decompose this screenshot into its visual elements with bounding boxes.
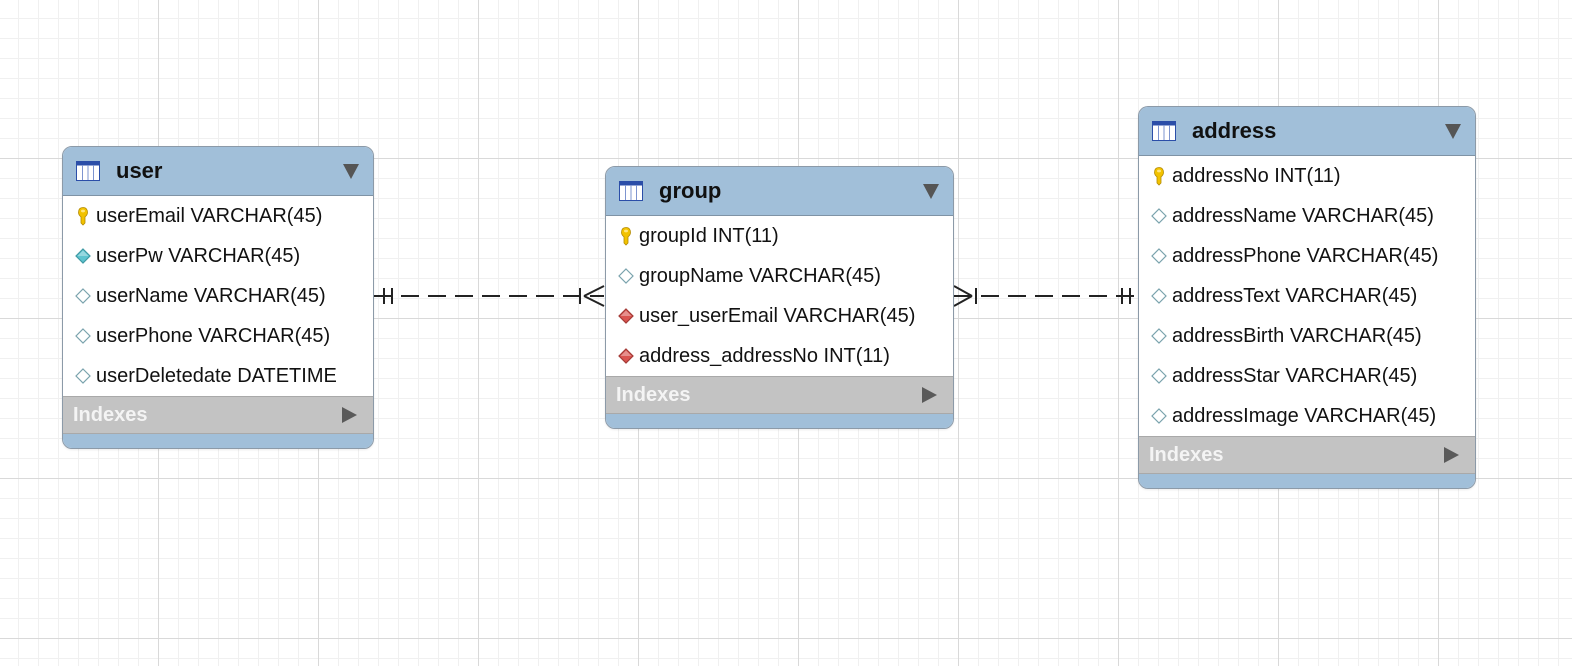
table-address[interactable]: address addressNo INT(11) addressName VAR… <box>1138 106 1476 489</box>
crowfoot-upper <box>953 285 973 297</box>
primary-key-icon <box>621 227 631 246</box>
foreign-key-icon <box>618 308 634 324</box>
column-row[interactable]: groupId INT(11) <box>606 216 953 256</box>
table-title: user <box>116 158 163 183</box>
column-label: userName VARCHAR(45) <box>96 284 326 307</box>
column-list: groupId INT(11) groupName VARCHAR(45) user… <box>606 216 953 376</box>
column-row[interactable]: userName VARCHAR(45) <box>63 276 373 316</box>
column-label: userPhone VARCHAR(45) <box>96 324 331 347</box>
collapse-triangle-icon[interactable] <box>343 164 359 179</box>
column-label: userEmail VARCHAR(45) <box>96 204 323 227</box>
column-label: addressStar VARCHAR(45) <box>1172 364 1418 387</box>
column-list: addressNo INT(11) addressName VARCHAR(45)… <box>1139 156 1475 436</box>
crowfoot-upper <box>583 285 605 297</box>
nullable-column-icon <box>1151 208 1167 224</box>
expand-triangle-icon[interactable] <box>922 387 937 403</box>
column-row[interactable]: groupName VARCHAR(45) <box>606 256 953 296</box>
crowfoot-lower <box>953 295 973 307</box>
nullable-column-icon <box>1151 288 1167 304</box>
table-header[interactable]: address <box>1139 107 1475 156</box>
expand-triangle-icon[interactable] <box>1444 447 1459 463</box>
column-label: addressImage VARCHAR(45) <box>1172 404 1437 427</box>
crowfoot-lower <box>583 295 605 307</box>
table-header[interactable]: group <box>606 167 953 216</box>
relationship-user-group[interactable] <box>374 285 605 307</box>
column-label: userPw VARCHAR(45) <box>96 244 301 267</box>
column-row[interactable]: addressImage VARCHAR(45) <box>1139 396 1475 436</box>
column-label: userDeletedate DATETIME <box>96 364 337 387</box>
collapse-triangle-icon[interactable] <box>1445 124 1461 139</box>
collapse-triangle-icon[interactable] <box>923 184 939 199</box>
column-label: addressBirth VARCHAR(45) <box>1172 324 1422 347</box>
table-footer <box>606 414 953 428</box>
column-row[interactable]: addressStar VARCHAR(45) <box>1139 356 1475 396</box>
table-footer <box>1139 474 1475 488</box>
primary-key-icon <box>78 207 88 226</box>
indexes-section[interactable]: Indexes <box>606 376 953 414</box>
table-group[interactable]: group groupId INT(11) groupName VARCHAR(4… <box>605 166 954 429</box>
table-header[interactable]: user <box>63 147 373 196</box>
nullable-column-icon <box>1151 328 1167 344</box>
nullable-column-icon <box>75 368 91 384</box>
table-title: address <box>1192 118 1277 143</box>
table-user[interactable]: user userEmail VARCHAR(45) userPw VARCHAR… <box>62 146 374 449</box>
indexes-label: Indexes <box>1149 443 1224 466</box>
nullable-column-icon <box>75 328 91 344</box>
nullable-column-icon <box>1151 408 1167 424</box>
nullable-column-icon <box>1151 248 1167 264</box>
table-icon <box>1152 121 1176 141</box>
column-row[interactable]: userPhone VARCHAR(45) <box>63 316 373 356</box>
primary-key-icon <box>1154 167 1164 186</box>
table-footer <box>63 434 373 448</box>
column-row[interactable]: userEmail VARCHAR(45) <box>63 196 373 236</box>
column-row[interactable]: addressPhone VARCHAR(45) <box>1139 236 1475 276</box>
column-row[interactable]: addressText VARCHAR(45) <box>1139 276 1475 316</box>
column-label: addressNo INT(11) <box>1172 164 1341 187</box>
nullable-column-icon <box>1151 368 1167 384</box>
column-label: address_addressNo INT(11) <box>639 344 890 367</box>
column-row[interactable]: user_userEmail VARCHAR(45) <box>606 296 953 336</box>
indexes-section[interactable]: Indexes <box>63 396 373 434</box>
column-label: groupName VARCHAR(45) <box>639 264 881 287</box>
column-row[interactable]: address_addressNo INT(11) <box>606 336 953 376</box>
nullable-column-icon <box>75 288 91 304</box>
column-label: user_userEmail VARCHAR(45) <box>639 304 916 327</box>
not-null-column-icon <box>75 248 91 264</box>
column-row[interactable]: addressNo INT(11) <box>1139 156 1475 196</box>
indexes-label: Indexes <box>616 383 691 406</box>
column-label: addressName VARCHAR(45) <box>1172 204 1434 227</box>
relationship-group-address[interactable] <box>953 285 1138 307</box>
column-row[interactable]: userPw VARCHAR(45) <box>63 236 373 276</box>
column-list: userEmail VARCHAR(45) userPw VARCHAR(45) u… <box>63 196 373 396</box>
column-label: groupId INT(11) <box>639 224 779 247</box>
table-icon <box>619 181 643 201</box>
column-label: addressPhone VARCHAR(45) <box>1172 244 1439 267</box>
table-title: group <box>659 178 722 203</box>
indexes-section[interactable]: Indexes <box>1139 436 1475 474</box>
expand-triangle-icon[interactable] <box>342 407 357 423</box>
column-row[interactable]: addressBirth VARCHAR(45) <box>1139 316 1475 356</box>
column-row[interactable]: addressName VARCHAR(45) <box>1139 196 1475 236</box>
foreign-key-icon <box>618 348 634 364</box>
column-row[interactable]: userDeletedate DATETIME <box>63 356 373 396</box>
indexes-label: Indexes <box>73 403 148 426</box>
column-label: addressText VARCHAR(45) <box>1172 284 1418 307</box>
table-icon <box>76 161 100 181</box>
nullable-column-icon <box>618 268 634 284</box>
